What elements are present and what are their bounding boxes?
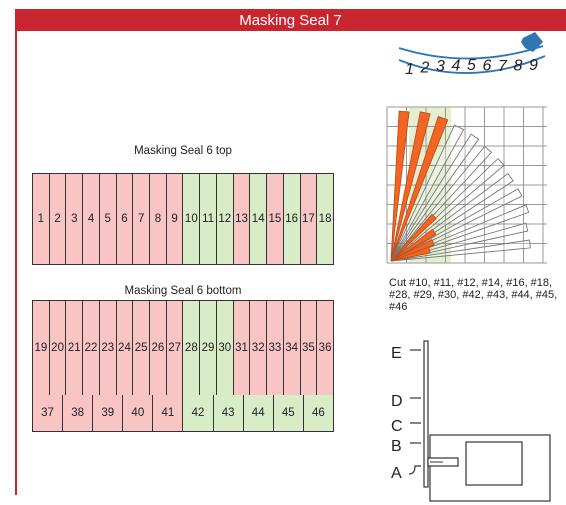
seal-cell-17: 17 [300, 174, 318, 264]
seal-cell-19: 19 [33, 301, 50, 395]
seal-cell-22: 22 [83, 301, 100, 395]
seal-cell-24: 24 [116, 301, 134, 395]
pointer-arrow-icon [521, 32, 543, 52]
seal-cell-37: 37 [33, 395, 64, 431]
fan-blade [390, 246, 431, 262]
seal-cell-44: 44 [243, 395, 274, 431]
seal-cell-45: 45 [273, 395, 304, 431]
seal-cell-2: 2 [49, 174, 67, 264]
seal-cell-21: 21 [66, 301, 84, 395]
fan-blade [390, 228, 437, 262]
fan-blade [390, 133, 480, 262]
arc-number-8: 8 [514, 57, 523, 74]
arc-number-4: 4 [452, 57, 461, 74]
fan-blade [390, 115, 449, 262]
seal-cell-25: 25 [133, 301, 151, 395]
seal-cell-7: 7 [133, 174, 151, 264]
seal-cell-10: 10 [183, 174, 201, 264]
scale-label-d: D [391, 393, 403, 410]
arc-number-2: 2 [420, 59, 430, 76]
arc-upper-line [398, 45, 544, 60]
seal-cell-23: 23 [99, 301, 117, 395]
title-bar: Masking Seal 7 [15, 9, 566, 31]
housing-window [465, 441, 523, 486]
fan-blade [390, 157, 505, 262]
seal-cell-40: 40 [123, 395, 154, 431]
cut-note: Cut #10, #11, #12, #14, #16, #18, #28, #… [389, 277, 558, 313]
scale-label-e: E [391, 345, 402, 362]
seal-cell-38: 38 [63, 395, 94, 431]
arc-number-9: 9 [529, 57, 538, 74]
seal-cell-36: 36 [317, 301, 333, 395]
seal-cell-3: 3 [66, 174, 84, 264]
seal-cell-30: 30 [216, 301, 234, 395]
seal-cell-39: 39 [93, 395, 124, 431]
fan-blade [390, 188, 523, 262]
fan-blade [390, 110, 410, 262]
blade-fan-diagram [386, 106, 547, 264]
arc-number-6: 6 [483, 57, 492, 74]
seal-cell-5: 5 [99, 174, 117, 264]
page-title: Masking Seal 7 [239, 11, 342, 29]
seal-cell-9: 9 [166, 174, 184, 264]
arc-number-5: 5 [467, 57, 476, 74]
seal-cell-43: 43 [213, 395, 244, 431]
seal-cell-8: 8 [150, 174, 167, 264]
seal-cell-16: 16 [283, 174, 301, 264]
seal-cell-32: 32 [250, 301, 268, 395]
seal-cell-41: 41 [153, 395, 184, 431]
seal-cell-13: 13 [233, 174, 251, 264]
seal-cell-15: 15 [267, 174, 284, 264]
fan-blade [390, 239, 531, 262]
seal-cell-26: 26 [150, 301, 167, 395]
arc-number-1: 1 [405, 61, 414, 78]
fan-blade [390, 213, 437, 262]
top-strip-caption: Masking Seal 6 top [134, 145, 232, 157]
scale-hook [408, 465, 421, 475]
scale-label-b: B [391, 438, 402, 455]
fan-blade [390, 124, 465, 262]
seal-cell-28: 28 [183, 301, 201, 395]
seal-cell-35: 35 [300, 301, 318, 395]
seal-cell-31: 31 [233, 301, 251, 395]
scale-label-a: A [391, 465, 402, 482]
seal-cell-4: 4 [83, 174, 100, 264]
seal-cell-29: 29 [200, 301, 217, 395]
arc-number-7: 7 [498, 58, 508, 75]
seal-cell-46: 46 [303, 395, 333, 431]
vertical-rod [423, 340, 429, 488]
arc-number-3: 3 [436, 58, 445, 75]
seal-cell-12: 12 [216, 174, 234, 264]
seal-cell-1: 1 [33, 174, 50, 264]
seal-cell-14: 14 [250, 174, 268, 264]
seal-cell-11: 11 [200, 174, 217, 264]
seal-cell-6: 6 [116, 174, 134, 264]
fan-blade [390, 111, 431, 262]
seal-cell-33: 33 [267, 301, 284, 395]
bottom-strip-caption: Masking Seal 6 bottom [124, 285, 242, 297]
seal-cell-27: 27 [166, 301, 184, 395]
left-border-rule [15, 31, 17, 495]
seal-cell-34: 34 [283, 301, 301, 395]
seal-cell-18: 18 [317, 174, 333, 264]
arc-lower-line [398, 55, 546, 74]
seal-cell-42: 42 [183, 395, 214, 431]
scale-label-c: C [391, 418, 403, 435]
seal-cell-20: 20 [49, 301, 67, 395]
